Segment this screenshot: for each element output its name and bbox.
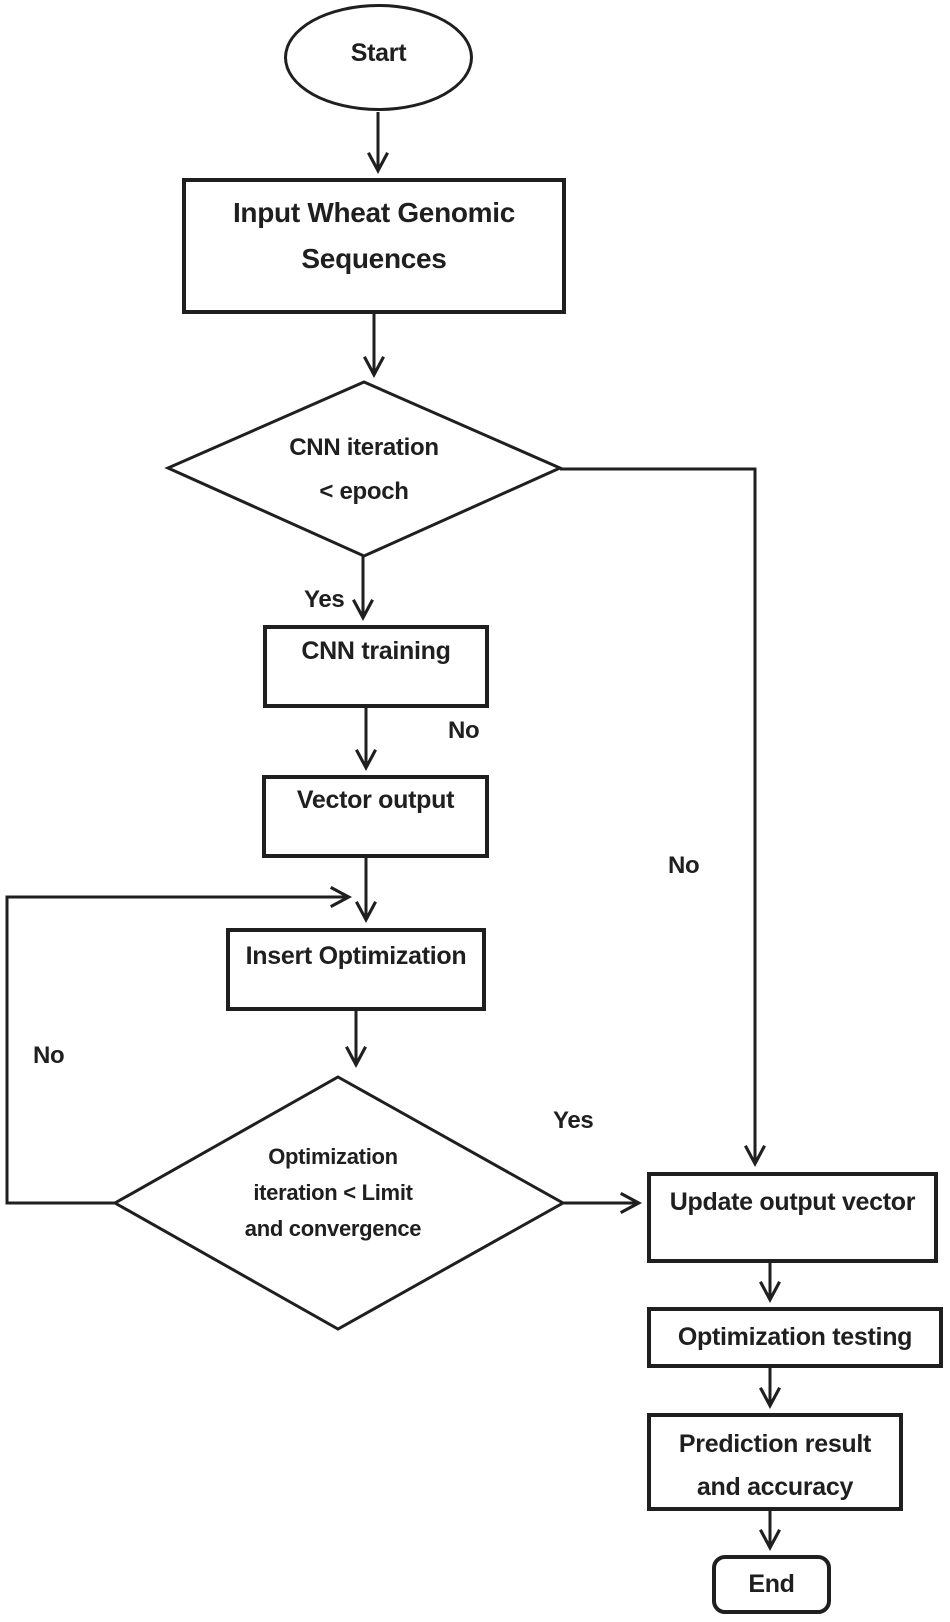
insert-optimization-label: Insert Optimization <box>245 942 467 970</box>
prediction-label-line1: Prediction result <box>678 1430 872 1458</box>
node-end-terminator: End <box>712 1555 831 1614</box>
decision-optimization-limit-label: Optimization iteration < Limit and conve… <box>213 1139 453 1247</box>
node-optimization-testing: Optimization testing <box>647 1307 943 1368</box>
node-insert-optimization: Insert Optimization <box>226 928 486 1011</box>
cnn-training-label: CNN training <box>301 637 451 665</box>
input-label-line2: Sequences <box>301 243 447 274</box>
end-label: End <box>748 1570 795 1599</box>
prediction-label-line2: and accuracy <box>696 1473 854 1501</box>
decision-optimization-limit-line1: Optimization <box>268 1144 398 1169</box>
node-input-wheat-genomic-sequences: Input Wheat Genomic Sequences <box>182 178 566 314</box>
label-epoch-decision-yes: Yes <box>304 586 345 613</box>
node-vector-output: Vector output <box>262 775 489 858</box>
edge-limit-no-loopback <box>5 886 353 1205</box>
node-decision-optimization-limit <box>111 1075 567 1331</box>
start-label: Start <box>350 39 407 68</box>
node-start-terminator: Start <box>284 4 473 111</box>
decision-cnn-epoch-line2: < epoch <box>319 478 409 505</box>
label-limit-decision-no: No <box>33 1042 65 1069</box>
optimization-testing-label: Optimization testing <box>677 1323 913 1352</box>
decision-optimization-limit-line2: iteration < Limit <box>253 1180 413 1205</box>
vector-output-label: Vector output <box>296 786 455 814</box>
node-update-output-vector: Update output vector <box>647 1172 938 1263</box>
edge-epoch-no-to-update-output <box>560 467 766 1168</box>
decision-cnn-epoch-line1: CNN iteration <box>289 434 439 461</box>
decision-optimization-limit-line3: and convergence <box>244 1216 422 1241</box>
label-limit-decision-yes: Yes <box>553 1107 594 1134</box>
decision-cnn-epoch-label: CNN iteration < epoch <box>244 426 484 514</box>
node-cnn-training: CNN training <box>263 625 489 708</box>
label-cnn-training-no: No <box>448 717 480 744</box>
update-output-vector-label: Update output vector <box>669 1188 916 1216</box>
node-prediction-result-accuracy: Prediction result and accuracy <box>647 1413 903 1511</box>
label-epoch-decision-no: No <box>668 852 700 879</box>
input-label-line1: Input Wheat Genomic <box>232 197 516 228</box>
